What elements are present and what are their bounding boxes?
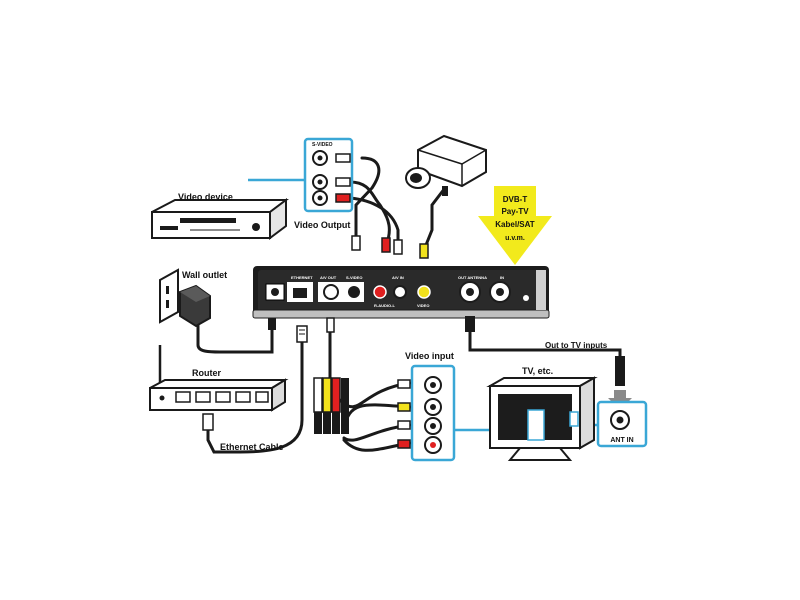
antenna-plug-icon (615, 356, 625, 386)
video-output-label: Video Output (294, 220, 350, 230)
video-device-icon (151, 198, 289, 240)
rl-audio-port-label: R-AUDIO-L (374, 303, 395, 308)
yellow-plug-top-icon (419, 243, 429, 259)
bundle-red-plug-icon (331, 377, 341, 413)
ethernet-port-label: ETHERNET (291, 275, 313, 280)
av-plug-bundle (313, 377, 349, 434)
red-plug-top-icon (381, 237, 391, 253)
out-antenna-port-label: OUT ANTENNA (458, 275, 487, 280)
in-port-label: IN (500, 275, 504, 280)
power-cable (196, 318, 274, 354)
camera-cable (422, 186, 447, 252)
svg-text:S-VIDEO: S-VIDEO (312, 142, 333, 148)
video-device-label: Video device (178, 192, 233, 202)
tv-label: TV, etc. (522, 366, 553, 376)
audio-plug-red-icon (335, 193, 351, 203)
svideo-port-label: S-VIDEO (346, 275, 362, 280)
video-input-label: Video input (405, 351, 454, 361)
wall-outlet-icon (159, 268, 179, 324)
out-to-tv-label: Out to TV inputs (545, 341, 608, 350)
svideo-plug-top-icon (351, 235, 361, 251)
antenna-plug (615, 356, 625, 386)
audio-l-port-icon (393, 285, 407, 299)
bundle-black-plug-icon (341, 378, 349, 412)
ethernet-cable-line (206, 338, 304, 454)
signal-banner (478, 186, 552, 265)
antenna-out-plug-icon (465, 316, 475, 332)
av-in-port-label: A/V IN (392, 275, 404, 280)
tv-icon (486, 376, 598, 461)
ant-in-label: ANT IN (610, 437, 633, 444)
receiver-device (252, 266, 550, 319)
camera-icon (405, 134, 487, 196)
video-port-label: VIDEO (417, 303, 429, 308)
video-port-icon (417, 285, 431, 299)
router-label: Router (192, 368, 221, 378)
bundle-yellow-plug-icon (322, 377, 332, 413)
bundle-white-plug-icon (313, 377, 323, 413)
wall-outlet-label: Wall outlet (182, 270, 227, 280)
receiver-bottom-plugs (268, 316, 475, 343)
banner-line-4: u.v.m. (505, 235, 525, 242)
video-plug-icon (335, 177, 351, 187)
av-out-port-label: A/V OUT (320, 275, 337, 280)
svideo-plug-icon (335, 153, 351, 163)
router-ethernet-plug-icon (202, 413, 214, 431)
av-out-plug-icon (326, 317, 335, 333)
banner-line-2: Pay-TV (501, 207, 529, 216)
white-plug-top-icon (393, 239, 403, 255)
ant-in-panel (596, 400, 648, 448)
router-icon (149, 345, 289, 412)
video-input-panel (397, 364, 456, 462)
banner-line-3: Kabel/SAT (495, 220, 535, 229)
av-cable-top-2 (348, 196, 400, 254)
audio-r-port-icon (373, 285, 387, 299)
dc-plug-icon (268, 318, 276, 330)
receiver-top-plugs (351, 235, 429, 259)
power-adapter-icon (179, 284, 211, 328)
ethernet-cable-label: Ethernet Cable (220, 442, 284, 452)
down-arrow-icon (608, 390, 632, 410)
video-output-panel: S-VIDEO (303, 137, 354, 213)
svideo-cable-top (354, 156, 381, 250)
banner-line-1: DVB-T (503, 195, 528, 204)
av-cable-top (348, 180, 391, 248)
